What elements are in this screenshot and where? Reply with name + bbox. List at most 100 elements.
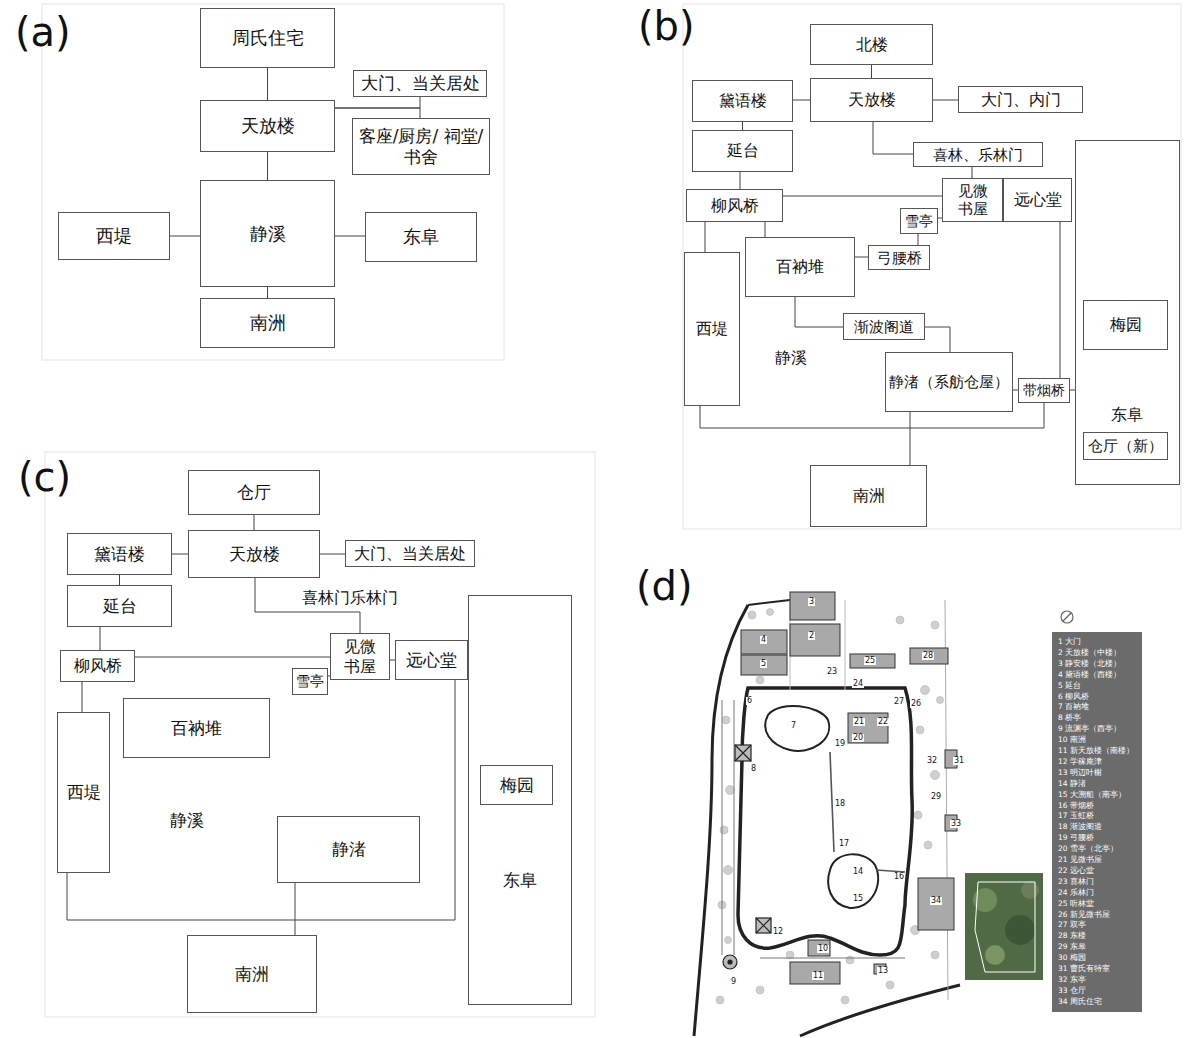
callout-number: 2 [808,632,815,640]
link-line [783,196,942,197]
place-box: 天放楼 [188,530,320,578]
place-name: 雪亭 [296,673,324,690]
key-item: 22 远心堂 [1058,867,1094,875]
place-name: 东阜 [1111,405,1143,424]
place-name: 西堤 [96,225,132,247]
place-name: 远心堂 [1014,190,1062,209]
place-name: 大门、当关居处 [354,544,466,563]
place-box: 南洲 [200,298,335,348]
place-box: 柳风桥 [60,650,135,682]
link-line [918,234,919,245]
place-box: 大门、当关居处 [353,70,487,97]
place-name: 东阜 [503,870,537,890]
callout-number: 23 [826,668,838,676]
place-name: 仓厅 [237,482,271,502]
callout-number: 28 [922,652,934,660]
place-name: 静渚 [332,839,366,859]
place-box: 弓腰桥 [868,245,930,270]
callout-number: 20 [852,734,864,742]
link-line [335,97,420,108]
place-box: 周氏住宅 [200,8,335,68]
callout-number: 27 [893,698,905,706]
link-line [705,222,706,252]
place-box: 见微 书屋 [330,633,390,680]
place-box: 静溪 [200,180,335,287]
garden-pavilions [723,745,771,969]
key-item: 30 梅园 [1058,954,1086,962]
aerial-inset [965,873,1043,980]
link-line [855,257,868,258]
link-line [267,68,268,100]
callout-number: 24 [852,680,864,688]
place-box: 黛语楼 [692,80,793,122]
key-item: 12 学稼庵津 [1058,758,1102,766]
key-item: 11 新天放楼（南楼） [1058,747,1134,755]
panel-letter: (d) [636,566,693,606]
place-box: 梅园 [480,765,553,805]
key-item: 17 玉虹桥 [1058,812,1094,820]
place-box: 北楼 [810,24,933,65]
key-item: 14 静渚 [1058,780,1086,788]
callout-number: 3 [808,598,815,606]
key-item: 2 天放楼（中楼） [1058,649,1121,657]
place-name: 渐波阁道 [854,318,914,336]
link-line [267,152,268,180]
place-box: 延台 [692,130,793,172]
place-name: 北楼 [856,35,888,54]
place-box: 雪亭 [900,208,938,234]
link-line [320,554,345,555]
place-name: 远心堂 [406,650,457,670]
place-name: 黛语楼 [719,91,767,110]
key-item: 6 柳风桥 [1058,693,1089,701]
key-item: 4 黛语楼（西楼） [1058,671,1121,679]
place-name: 天放楼 [229,544,280,564]
place-box: 仓厅（新） [1083,432,1168,460]
link-line [254,515,255,530]
region-box: 东阜梅园 [468,595,572,1005]
link-line [119,575,120,585]
link-line [873,122,913,154]
place-box: 喜林、乐林门 [913,142,1043,167]
link-line [295,883,296,935]
key-item: 15 大溯船（南亭） [1058,791,1126,799]
link-line [82,682,83,712]
place-name: 柳风桥 [711,196,759,215]
callout-number: 19 [834,740,846,748]
key-item: 33 仓厅 [1058,987,1086,995]
callout-number: 10 [817,945,829,953]
place-name: 百衲堆 [171,718,222,738]
callout-number: 11 [812,972,824,980]
key-item: 23 喜林门 [1058,878,1094,886]
callout-number: 25 [864,657,876,665]
link-line [135,657,330,658]
key-item: 34 周氏住宅 [1058,998,1102,1006]
place-box: 延台 [67,585,172,627]
key-item: 13 明迈叶榭 [1058,769,1102,777]
callout-number: 18 [834,800,846,808]
place-box: 仓厅 [188,470,320,515]
place-box: 见微 书屋 [942,178,1003,222]
place-name: 带烟桥 [1023,382,1065,399]
north-symbol [1061,611,1073,623]
key-item: 20 雪亭（北亭） [1058,845,1118,853]
callout-number: 32 [926,757,938,765]
link-line [795,297,843,327]
place-name: 见微 书屋 [943,182,1002,218]
link-line [933,100,958,101]
key-item: 8 桥亭 [1058,714,1081,722]
key-item: 5 延台 [1058,682,1081,690]
link-line [742,122,743,130]
place-name: 西堤 [696,319,728,338]
place-box: 静渚 [277,816,420,883]
key-item: 28 东楼 [1058,932,1086,940]
key-item: 9 流渊亭（西亭） [1058,725,1121,733]
key-item: 16 带烟桥 [1058,802,1094,810]
region-box: 东阜梅园仓厅（新） [1075,140,1180,485]
place-name: 东阜 [403,226,439,248]
place-box: 西堤 [58,212,170,260]
place-name: 梅园 [500,775,534,795]
place-box: 渐波阁道 [843,313,925,340]
place-box: 黛语楼 [67,533,172,575]
callout-number: 8 [750,765,757,773]
